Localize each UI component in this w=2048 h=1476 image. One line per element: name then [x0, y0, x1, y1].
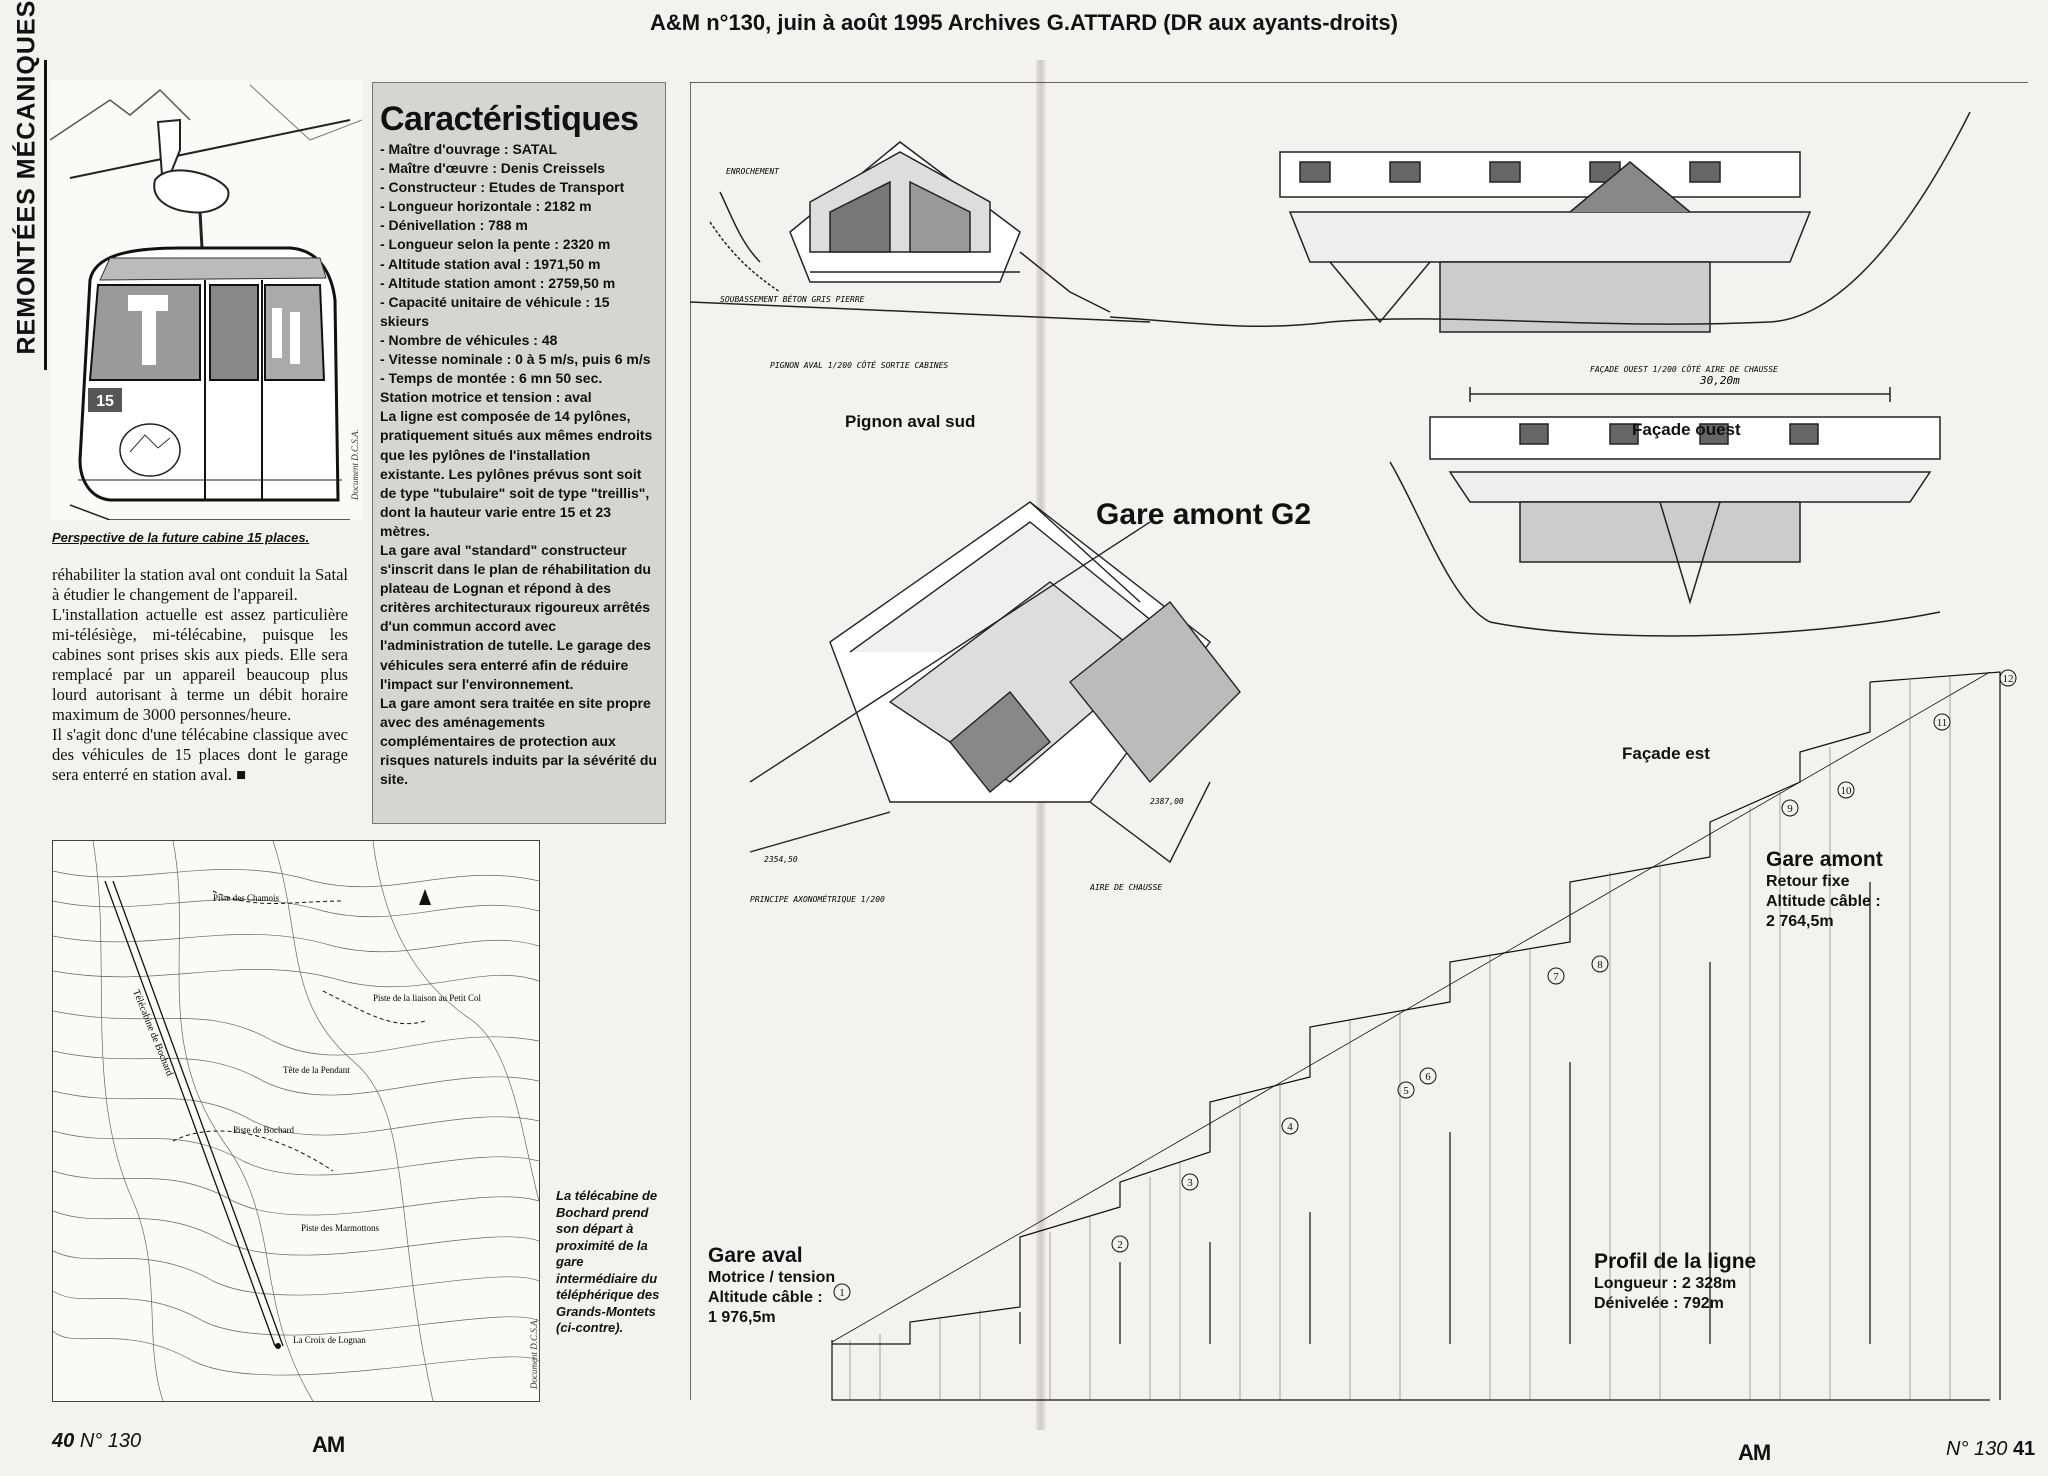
- pylon-number: 12: [2003, 673, 2014, 685]
- sketch-note: PIGNON AVAL 1/200 CÔTÉ SORTIE CABINES: [770, 359, 948, 370]
- caracteristiques-item: - Nombre de véhicules : 48: [380, 331, 558, 348]
- pylon-number: 9: [1787, 803, 1793, 815]
- sketch-note: 2354,50: [764, 855, 798, 864]
- page-number: 40: [52, 1430, 75, 1452]
- topographic-map: Piste des Chamois Piste de la liaison au…: [52, 840, 540, 1402]
- caracteristiques-item: - Maître d'ouvrage : SATAL: [380, 141, 558, 157]
- page-number: 41: [2012, 1438, 2036, 1460]
- caracteristiques-item: - Dénivellation : 788 m: [380, 217, 528, 234]
- map-label: Piste de Bochard: [233, 1125, 294, 1135]
- gare-aval-line: 1 976,5m: [708, 1309, 776, 1326]
- section-rule: [44, 60, 47, 370]
- caracteristiques-item: La gare aval "standard" constructeur s'i…: [380, 541, 651, 692]
- pylon-number: 8: [1597, 959, 1603, 971]
- facade-ouest-label: Façade ouest: [1632, 420, 1741, 439]
- section-title: REMONTÉES MÉCANIQUES: [2, 0, 48, 360]
- caracteristiques-box: [372, 82, 666, 824]
- gare-aval-block: Gare aval Motrice / tension Altitude câb…: [708, 1244, 835, 1328]
- gare-amont-line: Retour fixe: [1766, 873, 1850, 890]
- sketch-note: FAÇADE OUEST 1/200 CÔTÉ AIRE DE CHAUSSE: [1590, 363, 1778, 374]
- cabin-drawing: 15: [49, 84, 363, 521]
- caracteristiques-item: - Maître d'œuvre : Denis Creissels: [380, 160, 606, 177]
- caracteristiques-item: - Longueur horizontale : 2182 m: [380, 198, 592, 215]
- article-paragraph: L'installation actuelle est assez partic…: [52, 605, 348, 724]
- sketch-note: ENROCHEMENT: [726, 167, 780, 176]
- caracteristiques-item: La gare amont sera traitée en site propr…: [380, 694, 657, 788]
- sketch-note: 2387,00: [1150, 797, 1184, 806]
- pylon-number: 5: [1403, 1085, 1409, 1097]
- caracteristiques-item: - Constructeur : Etudes de Transport: [380, 179, 625, 196]
- caracteristiques-item: - Vitesse nominale : 0 à 5 m/s, puis 6 m…: [380, 351, 651, 368]
- article-body: réhabiliter la station aval ont conduit …: [52, 565, 348, 785]
- drawings-area: ENROCHEMENT SOUBASSEMENT BÉTON GRIS PIER…: [689, 81, 2028, 1402]
- pylon-number: 10: [1841, 785, 1853, 797]
- pignon-aval-sud-label: Pignon aval sud: [845, 412, 976, 431]
- cabin-caption: Perspective de la future cabine 15 place…: [52, 530, 310, 545]
- gare-amont-g2-heading: Gare amont G2: [1096, 498, 1312, 531]
- caracteristiques-title: Caractéristiques: [380, 100, 639, 138]
- pylon-number: 11: [1937, 717, 1948, 729]
- architectural-drawings: ENROCHEMENT SOUBASSEMENT BÉTON GRIS PIER…: [689, 81, 2028, 1401]
- pylon-number: 7: [1553, 971, 1559, 983]
- section-title-text: REMONTÉES MÉCANIQUES: [12, 0, 41, 355]
- article-paragraph: Il s'agit donc d'une télécabine classiqu…: [52, 725, 348, 784]
- profil-line: Dénivelée : 792m: [1594, 1295, 1724, 1312]
- gare-aval-line: Altitude câble :: [708, 1289, 823, 1306]
- map-label: Tête de la Pendant: [283, 1065, 350, 1075]
- article-paragraph: réhabiliter la station aval ont conduit …: [52, 565, 348, 604]
- caracteristiques-item: - Altitude station aval : 1971,50 m: [380, 255, 601, 272]
- pylon-number: 4: [1287, 1121, 1293, 1133]
- profil-line: Longueur : 2 328m: [1594, 1275, 1737, 1292]
- pylon-number: 3: [1187, 1177, 1193, 1189]
- sketch-note: SOUBASSEMENT BÉTON GRIS PIERRE: [720, 293, 865, 304]
- footer-left: 40 N° 130: [52, 1430, 141, 1453]
- caracteristiques-list: - Maître d'ouvrage : SATAL - Maître d'œu…: [380, 140, 658, 789]
- page-header: A&M n°130, juin à août 1995 Archives G.A…: [650, 10, 1398, 35]
- pylon-number: 6: [1425, 1071, 1431, 1083]
- issue-number: N° 130: [1946, 1438, 2008, 1460]
- caracteristiques-item: Station motrice et tension : aval: [380, 389, 592, 406]
- caracteristiques-item: - Longueur selon la pente : 2320 m: [380, 236, 611, 253]
- map-label: La Croix de Lognan: [293, 1335, 366, 1345]
- profil-title: Profil de la ligne: [1594, 1250, 1757, 1273]
- am-logo-left: AM: [312, 1432, 345, 1457]
- caracteristiques-item: La ligne est composée de 14 pylônes, pra…: [380, 408, 653, 539]
- gare-amont-block: Gare amont Retour fixe Altitude câble : …: [1766, 848, 1883, 932]
- facade-est-label: Façade est: [1622, 744, 1710, 763]
- dimension-label: 30,20m: [1699, 374, 1740, 387]
- cabin-illustration: 15 Document D.C.S.A.: [49, 80, 363, 521]
- map-credit: Document D.C.S.A.: [529, 1318, 539, 1389]
- gare-amont-line: Altitude câble :: [1766, 893, 1881, 910]
- cabin-number: 15: [96, 393, 114, 410]
- am-logo-right: AM: [1738, 1440, 1771, 1465]
- caracteristiques-item: - Temps de montée : 6 mn 50 sec.: [380, 370, 603, 387]
- map-label: Piste de la liaison au Petit Col: [373, 993, 481, 1003]
- issue-number: N° 130: [79, 1430, 142, 1452]
- gare-amont-line: 2 764,5m: [1766, 913, 1834, 930]
- sketch-note: PRINCIPE AXONOMÉTRIQUE 1/200: [750, 893, 885, 904]
- cabin-credit: Document D.C.S.A.: [350, 429, 360, 500]
- map-contours: Piste des Chamois Piste de la liaison au…: [52, 840, 540, 1402]
- gare-aval-line: Motrice / tension: [708, 1269, 836, 1286]
- map-caption: La télécabine de Bochard prend son dépar…: [556, 1188, 660, 1335]
- gare-aval-title: Gare aval: [708, 1244, 803, 1267]
- caracteristiques-item: - Capacité unitaire de véhicule : 15 ski…: [380, 293, 610, 329]
- pylon-number: 1: [839, 1287, 845, 1299]
- map-label: Piste des Chamois: [213, 893, 279, 903]
- caracteristiques-item: - Altitude station amont : 2759,50 m: [380, 274, 616, 291]
- pylon-number: 2: [1117, 1239, 1123, 1251]
- profil-block: Profil de la ligne Longueur : 2 328m Dén…: [1594, 1250, 1756, 1314]
- footer-right: N° 130 41: [1946, 1438, 2035, 1461]
- map-label: Piste des Marmottons: [301, 1223, 379, 1233]
- gare-amont-title: Gare amont: [1766, 848, 1883, 871]
- sketch-note: AIRE DE CHAUSSE: [1089, 883, 1162, 892]
